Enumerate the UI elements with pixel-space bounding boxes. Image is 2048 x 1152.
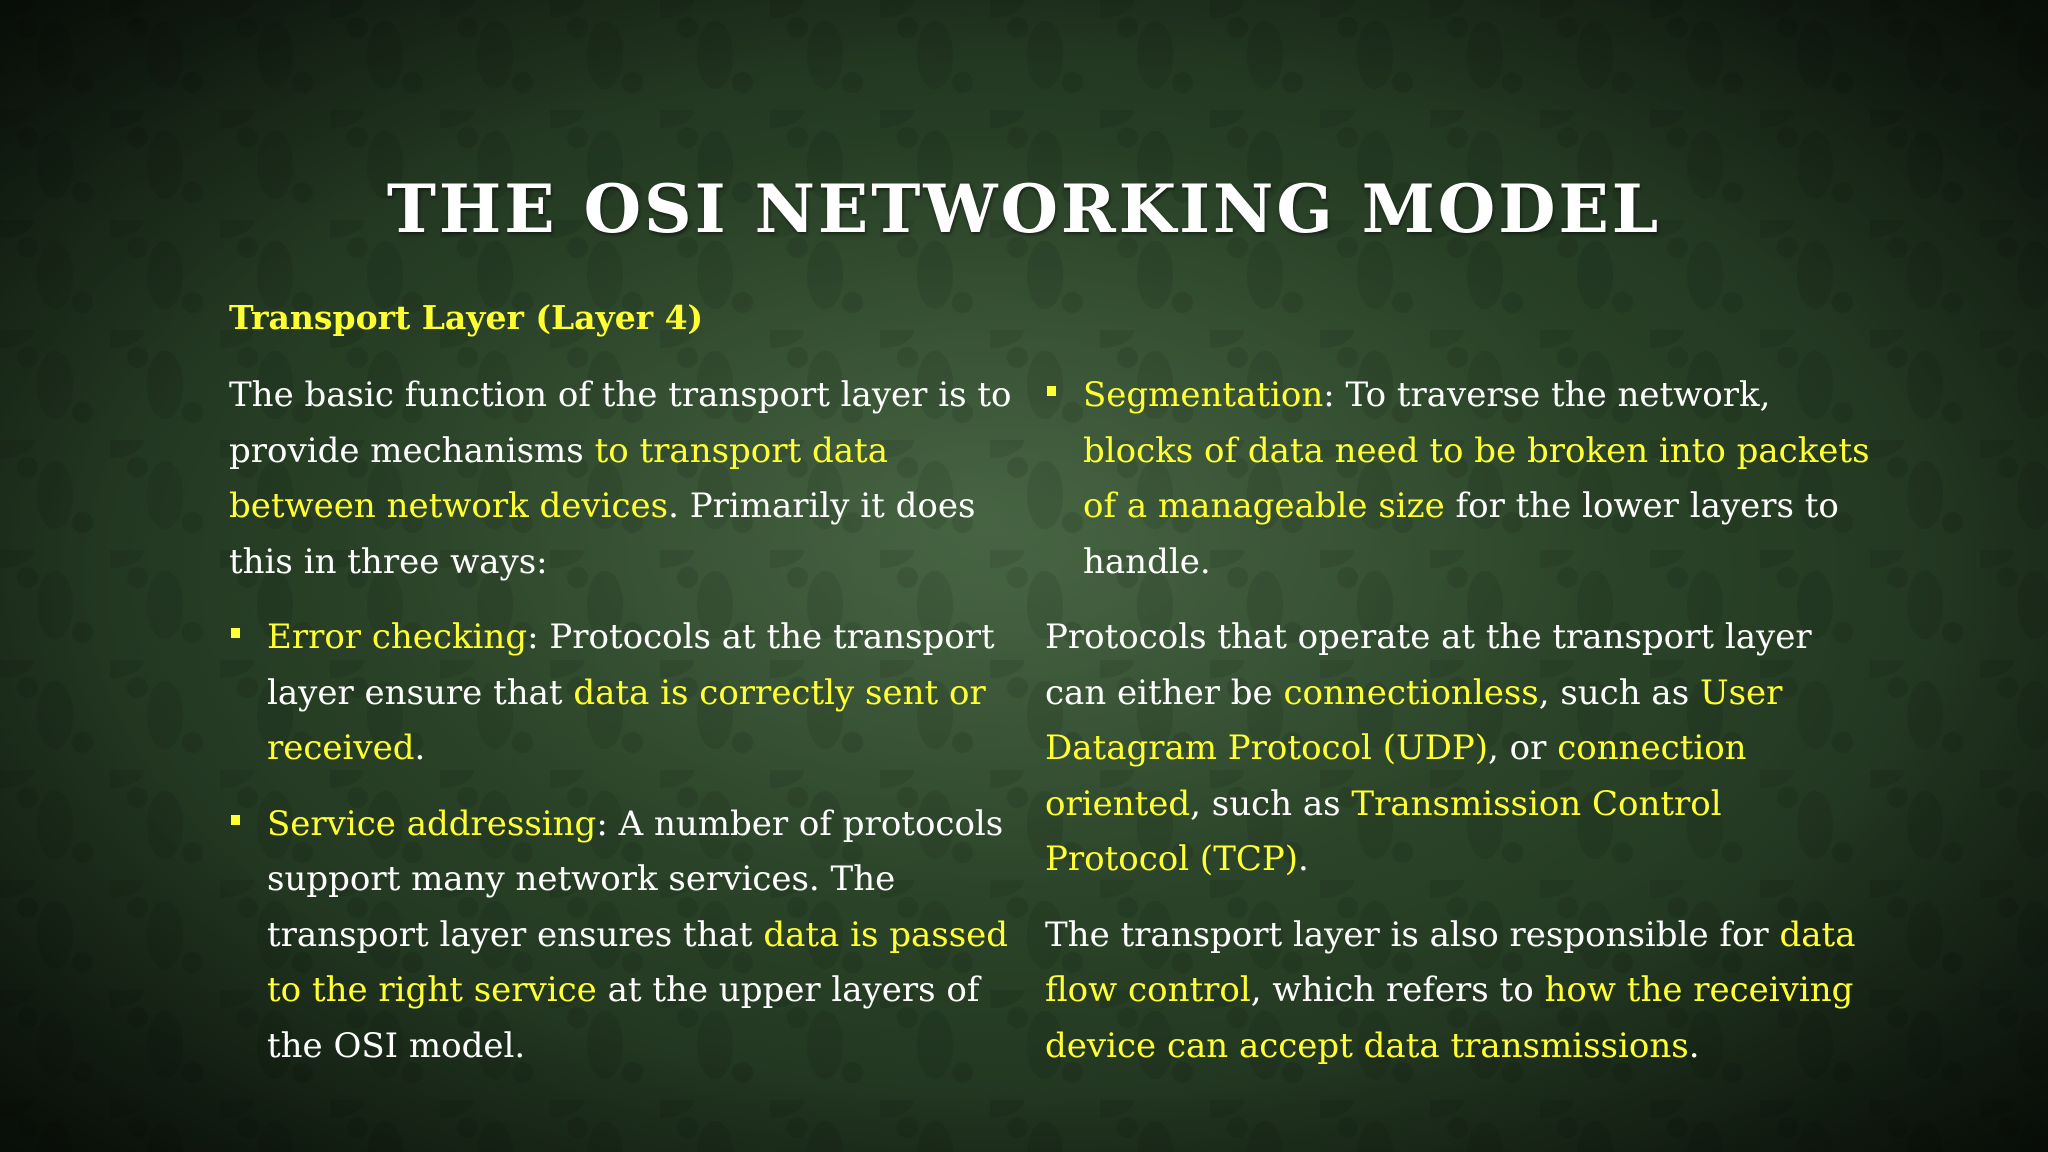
square-bullet-icon [231,628,240,638]
intro-paragraph: The basic function of the transport laye… [229,375,1012,582]
flow-control-paragraph: The transport layer is also responsible … [1045,914,1856,1066]
highlight-text: connection oriented [1045,728,1747,824]
bullet-term: Error checking [267,617,528,657]
square-bullet-icon [1047,386,1056,396]
highlight-text: data flow control [1045,914,1856,1011]
bullet-term: Service addressing [267,803,597,844]
highlight-text: data is correctly sent or received [267,672,986,769]
highlight-text: Transmission Control Protocol (TCP) [1045,783,1722,880]
highlight-text: User Datagram Protocol (UDP) [1045,672,1783,769]
bullet-item-service-addressing: Service addressing: A number of protocol… [229,797,1019,1075]
highlight-text: how the receiving device can accept data… [1045,970,1854,1066]
slide-subtitle: Transport Layer (Layer 4) [229,298,704,337]
bullet-list: Segmentation: To traverse the network, b… [1045,368,1875,590]
bullet-item-error-checking: Error checking: Protocols at the transpo… [229,610,1019,777]
square-bullet-icon [231,814,240,825]
bullet-list: Error checking: Protocols at the transpo… [229,610,1019,1074]
bullet-term: Segmentation [1083,375,1324,415]
bullet-item-segmentation: Segmentation: To traverse the network, b… [1045,368,1875,590]
protocols-paragraph: Protocols that operate at the transport … [1045,617,1812,880]
highlight-text: data is passed to the right service [267,914,1009,1011]
highlight-text: to transport data between network device… [229,430,888,527]
right-column: Segmentation: To traverse the network, b… [1045,368,1875,1074]
highlight-text: blocks of data need to be broken into pa… [1083,430,1870,527]
highlight-text: connectionless [1283,672,1539,713]
left-column: The basic function of the transport laye… [229,368,1019,1094]
slide-title: THE OSI NETWORKING MODEL [386,170,1662,248]
